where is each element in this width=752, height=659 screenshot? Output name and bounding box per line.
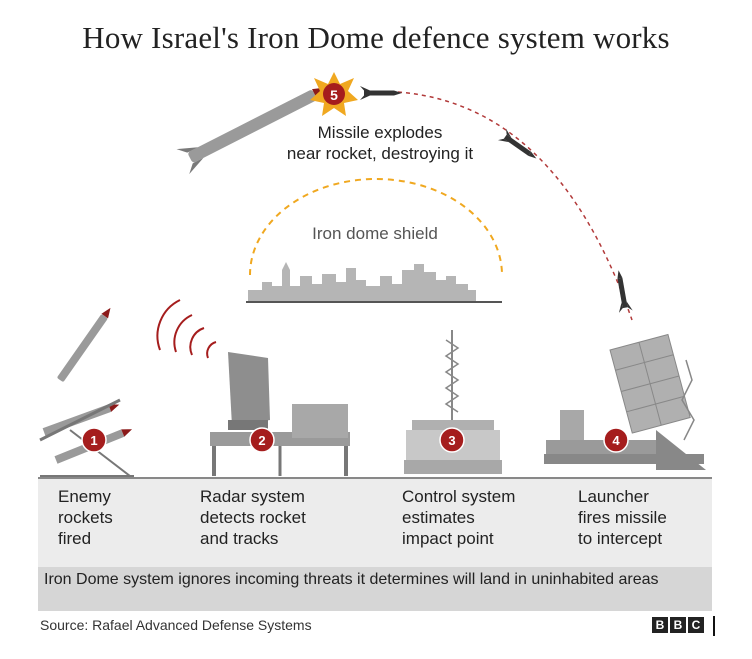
radar-waves-icon [156, 299, 217, 359]
interceptor-missile-icon [360, 86, 402, 100]
step-3-badge [439, 427, 465, 453]
label-line: estimates [402, 508, 475, 527]
source-credit: Source: Rafael Advanced Defense Systems [40, 617, 312, 633]
label-line: Enemy [58, 487, 111, 506]
dome-shield-label: Iron dome shield [312, 224, 438, 243]
step-1-label: Enemy rockets fired [58, 486, 113, 549]
page-title: How Israel's Iron Dome defence system wo… [82, 20, 670, 55]
city-skyline [248, 262, 476, 302]
ground-band [38, 478, 712, 570]
label-line: detects rocket [200, 508, 306, 527]
note-box: Iron Dome system ignores incoming threat… [38, 567, 712, 611]
bbc-logo-letter: B [652, 617, 668, 633]
bbc-logo: B B C [652, 617, 704, 633]
note-text: Iron Dome system ignores incoming threat… [44, 571, 659, 588]
label-line: Radar system [200, 487, 305, 506]
step-5-caption-line: Missile explodes [317, 123, 443, 142]
step-4-badge [603, 427, 629, 453]
step-3-label: Control system estimates impact point [402, 486, 515, 549]
radar-system-icon [210, 352, 350, 476]
bbc-logo-letter: B [670, 617, 686, 633]
label-line: fires missile [578, 508, 667, 527]
label-line: and tracks [200, 529, 279, 548]
label-line: impact point [402, 529, 494, 548]
step-3-badge-number: 3 [448, 433, 455, 448]
step-5-badge-number: 5 [330, 87, 338, 103]
step-5-caption-line: near rocket, destroying it [286, 144, 474, 163]
step-4-label: Launcher fires missile to intercept [578, 486, 667, 549]
label-line: rockets [58, 508, 113, 527]
step-5-caption: Missile explodes near rocket, destroying… [230, 122, 530, 164]
interceptor-trajectory [397, 91, 633, 321]
step-1-badge-number: 1 [90, 433, 97, 448]
explosion-icon [310, 72, 358, 116]
label-line: Control system [402, 487, 516, 506]
label-line: Launcher [578, 487, 649, 506]
step-4-badge-number: 4 [612, 433, 620, 448]
interceptor-missile-icon [617, 270, 633, 313]
bbc-logo-letter: C [688, 617, 704, 633]
label-line: fired [58, 529, 92, 548]
dome-shield-arc [249, 178, 503, 276]
step-2-badge [249, 427, 275, 453]
missile-launcher-icon [544, 333, 706, 470]
label-line: to intercept [578, 529, 663, 548]
text-cursor [713, 616, 715, 636]
step-2-label: Radar system detects rocket and tracks [200, 486, 306, 549]
step-1-badge [81, 427, 107, 453]
step-2-badge-number: 2 [258, 433, 265, 448]
